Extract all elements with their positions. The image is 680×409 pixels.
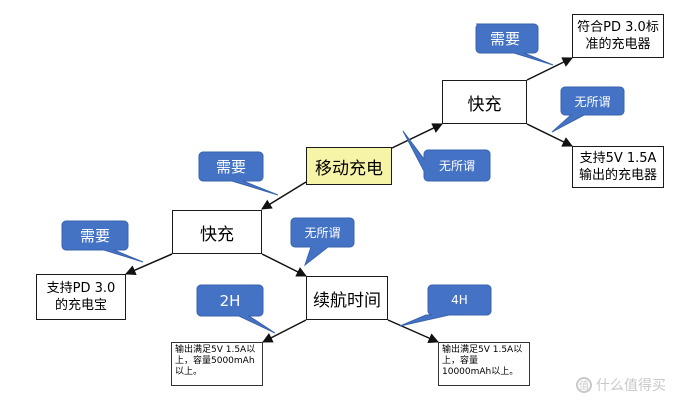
node-fast-charge-left-label: 快充 xyxy=(200,224,234,245)
edge-root-fast-top xyxy=(391,123,443,149)
watermark-logo-icon: 值 xyxy=(576,377,592,393)
callout-nomatter-root-shape xyxy=(402,130,491,182)
node-pd-powerbank: 支持PD 3.0的充电宝 xyxy=(36,274,126,320)
edge-battery-small-bank xyxy=(262,319,307,343)
node-battery-life-label: 续航时间 xyxy=(313,290,381,311)
callout-2h-shape xyxy=(196,284,276,334)
edge-fast-top-std-charger xyxy=(526,123,573,147)
node-fast-charge-top-label: 快充 xyxy=(467,94,502,115)
node-pd-charger: 符合PD 3.0标准的充电器 xyxy=(572,14,664,58)
node-pd-charger-label: 符合PD 3.0标准的充电器 xyxy=(577,20,659,52)
callout-need-root-shape xyxy=(198,151,279,196)
node-battery-life: 续航时间 xyxy=(306,276,388,320)
node-fast-charge-top: 快充 xyxy=(442,80,527,124)
watermark-label: 什么值得买 xyxy=(596,378,666,394)
callout-4h-shape xyxy=(399,284,492,327)
callout-nomatter-left-shape xyxy=(290,217,355,267)
callout-need-left-shape xyxy=(61,220,144,263)
node-std-charger-label: 支持5V 1.5A输出的充电器 xyxy=(578,151,657,183)
node-std-charger: 支持5V 1.5A输出的充电器 xyxy=(572,146,664,188)
node-small-powerbank: 输出满足5V 1.5A以上，容量5000mAh以上。 xyxy=(171,342,263,386)
node-mobile-charging: 移动充电 xyxy=(306,147,392,185)
edge-fast-left-pd-bank xyxy=(125,253,173,276)
callout-need-top-shape xyxy=(475,23,554,66)
node-fast-charge-left: 快充 xyxy=(172,210,262,254)
node-pd-powerbank-label: 支持PD 3.0的充电宝 xyxy=(46,281,116,313)
node-large-powerbank-label: 输出满足5V 1.5A以上，容量10000mAh以上。 xyxy=(442,345,523,377)
edge-root-fast-left xyxy=(261,181,307,210)
callout-nomatter-top-shape xyxy=(551,86,625,133)
node-large-powerbank: 输出满足5V 1.5A以上，容量10000mAh以上。 xyxy=(438,342,530,386)
edge-battery-large-bank xyxy=(387,319,439,343)
node-mobile-charging-label: 移动充电 xyxy=(315,158,383,179)
edge-fast-left-battery xyxy=(261,253,307,277)
watermark: 值 什么值得买 xyxy=(576,375,666,395)
edge-fast-top-pd-charger xyxy=(526,57,573,81)
node-small-powerbank-label: 输出满足5V 1.5A以上，容量5000mAh以上。 xyxy=(175,345,256,377)
